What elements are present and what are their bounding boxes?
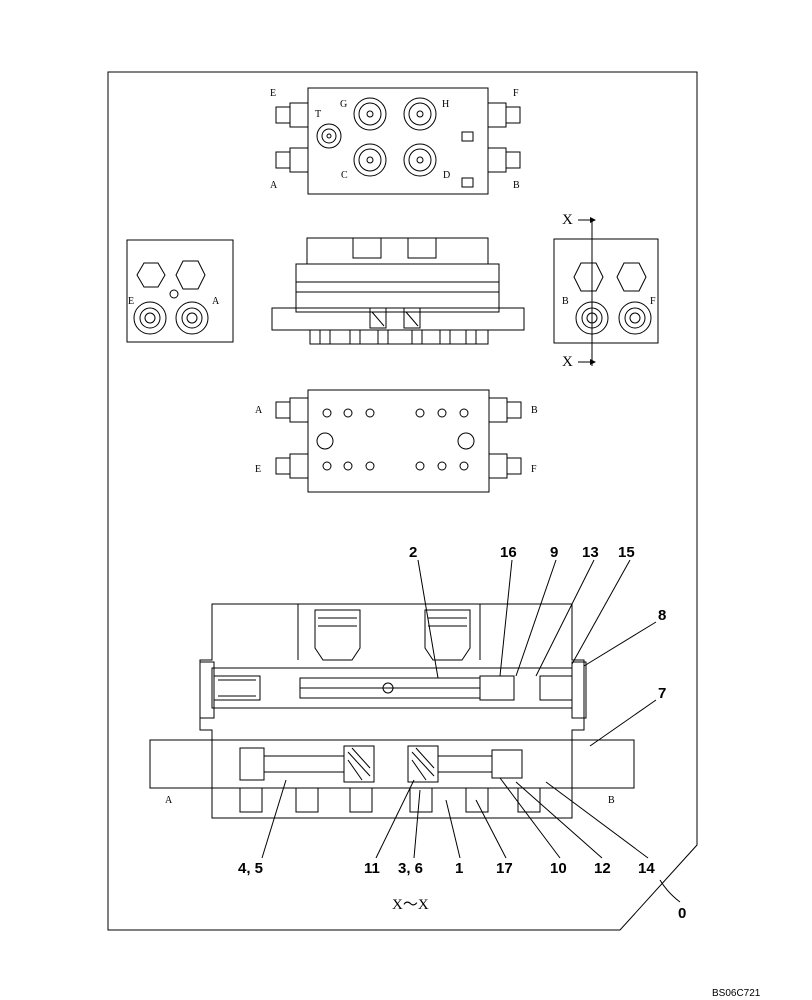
left-end-label-E: E: [128, 296, 134, 307]
callout-10: 10: [550, 860, 567, 877]
section-view: A B: [149, 603, 635, 819]
top-label-E: E: [270, 88, 276, 99]
leader-lines: [261, 559, 681, 903]
callout-4-5: 4, 5: [238, 860, 263, 877]
right-end-label-B: B: [562, 296, 569, 307]
top-label-G: G: [340, 99, 347, 110]
callout-1: 1: [455, 860, 463, 877]
top-label-C: C: [341, 170, 348, 181]
top-view: E T G H F A C D B: [270, 87, 521, 195]
callout-12: 12: [594, 860, 611, 877]
callout-9: 9: [550, 544, 558, 561]
left-end-view: E A: [126, 239, 234, 343]
callout-2: 2: [409, 544, 417, 561]
section-label-B: B: [608, 795, 615, 806]
section-label-A: A: [165, 795, 173, 806]
bottom-view: A B E F: [255, 389, 538, 493]
right-end-view: X X B F: [553, 212, 659, 370]
left-end-label-A: A: [212, 296, 220, 307]
top-label-B: B: [513, 180, 520, 191]
callout-13: 13: [582, 544, 599, 561]
top-label-H: H: [442, 99, 449, 110]
callout-14: 14: [638, 860, 655, 877]
callout-15: 15: [618, 544, 635, 561]
callout-17: 17: [496, 860, 513, 877]
section-marker-top: X: [562, 212, 573, 228]
bottom-view-holes: [316, 408, 475, 471]
top-label-T: T: [315, 109, 321, 120]
callout-7: 7: [658, 685, 666, 702]
callouts: 2 16 9 13 15 8 7 4, 5 11 3, 6 1 17 10 12…: [238, 544, 686, 922]
callout-8: 8: [658, 607, 666, 624]
callout-0: 0: [678, 905, 686, 922]
section-marker-bottom: X: [562, 354, 573, 370]
callout-3-6: 3, 6: [398, 860, 423, 877]
right-end-label-F: F: [650, 296, 656, 307]
drawing-frame: [107, 71, 698, 931]
top-label-D: D: [443, 170, 450, 181]
bottom-label-E: E: [255, 464, 261, 475]
section-title: X～X: [392, 897, 429, 913]
bottom-label-F: F: [531, 464, 537, 475]
bottom-label-A: A: [255, 405, 263, 416]
callout-11: 11: [364, 860, 380, 877]
bottom-label-B: B: [531, 405, 538, 416]
top-label-F: F: [513, 88, 519, 99]
front-view: [271, 237, 525, 345]
figure-code: BS06C721: [712, 988, 761, 999]
callout-16: 16: [500, 544, 517, 561]
top-label-A: A: [270, 180, 278, 191]
